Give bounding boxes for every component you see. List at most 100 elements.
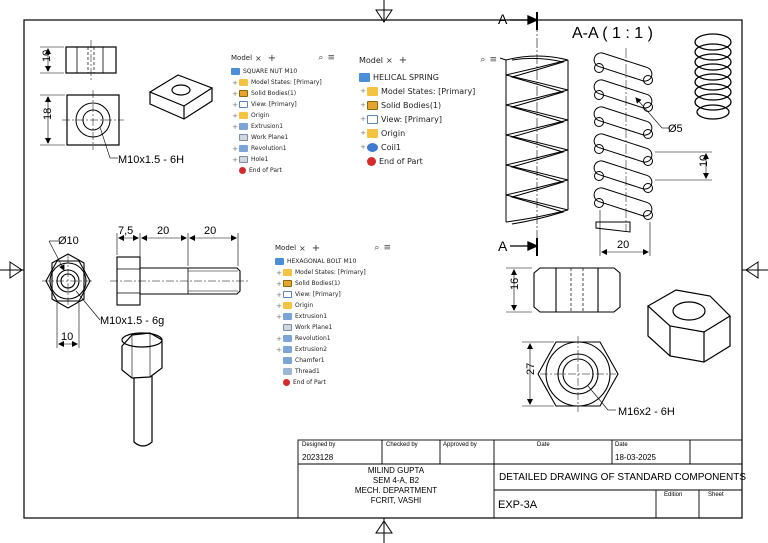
- close-icon[interactable]: ×: [299, 243, 306, 253]
- expand-icon[interactable]: +: [232, 155, 238, 164]
- tree-node-origin[interactable]: +Origin: [356, 126, 500, 140]
- tree-node-work-plane1[interactable]: Work Plane1: [228, 132, 338, 143]
- dim-label: 18: [42, 108, 54, 120]
- dim-label: 20: [204, 225, 216, 237]
- view-icon: [239, 101, 248, 108]
- approved-by-label: Approved by: [443, 442, 477, 448]
- expand-icon[interactable]: +: [360, 87, 366, 95]
- menu-icon[interactable]: ≡: [489, 55, 497, 65]
- square-nut-isometric: [148, 74, 214, 120]
- tree-node-chamfer1[interactable]: Chamfer1: [272, 355, 394, 366]
- expand-icon[interactable]: +: [360, 129, 366, 137]
- dim-bolt-lengths: [116, 233, 239, 266]
- section-label-top: A: [498, 11, 508, 27]
- model-tab[interactable]: Model: [275, 244, 297, 252]
- expand-icon[interactable]: +: [276, 312, 282, 321]
- tree-node-view[interactable]: + View: [Primary]: [356, 112, 500, 126]
- expand-icon[interactable]: +: [276, 345, 282, 354]
- dim-label: 27: [525, 363, 537, 375]
- tree-node-model-states[interactable]: + Model States: [Primary]: [356, 84, 500, 98]
- tree-root-label: HEXAGONAL BOLT M10: [287, 258, 357, 265]
- designed-by-label: Designed by: [302, 442, 336, 448]
- dim-spring-dia: [599, 210, 651, 256]
- expand-icon[interactable]: +: [232, 122, 238, 131]
- tree-node-view[interactable]: +View: [Primary]: [228, 99, 338, 110]
- expand-icon[interactable]: +: [232, 144, 238, 153]
- tree-node-solid-bodies[interactable]: + Solid Bodies(1): [228, 88, 338, 99]
- expand-icon[interactable]: +: [232, 111, 238, 120]
- expand-icon[interactable]: +: [276, 279, 282, 288]
- tree-node-end-of-part[interactable]: End of Part: [272, 377, 394, 388]
- expand-icon[interactable]: +: [276, 268, 282, 277]
- dim-label: 20: [157, 225, 169, 237]
- expand-icon[interactable]: +: [360, 143, 366, 151]
- model-tab[interactable]: Model: [231, 54, 253, 62]
- tree-node-label: Chamfer1: [295, 357, 325, 364]
- expand-icon[interactable]: +: [232, 100, 238, 109]
- author-department: MECH. DEPARTMENT: [354, 486, 438, 495]
- spring-side-view: [499, 22, 569, 256]
- tree-node-work-plane1[interactable]: Work Plane1: [272, 322, 394, 333]
- tree-node-origin[interactable]: +Origin: [272, 300, 394, 311]
- expand-icon[interactable]: +: [276, 334, 282, 343]
- tree-node-revolution1[interactable]: +Revolution1: [272, 333, 394, 344]
- author-semester: SEM 4-A, B2: [372, 476, 420, 485]
- tree-node-end-of-part[interactable]: End of Part: [228, 165, 338, 176]
- add-tab-icon[interactable]: +: [311, 242, 321, 254]
- add-tab-icon[interactable]: +: [267, 52, 277, 64]
- tree-node-label: End of Part: [379, 156, 423, 166]
- tree-node-end-of-part[interactable]: End of Part: [356, 154, 500, 168]
- tree-node-extrusion2[interactable]: +Extrusion2: [272, 344, 394, 355]
- checked-by-label: Checked by: [386, 442, 418, 448]
- tree-node-hole1[interactable]: +Hole1: [228, 154, 338, 165]
- tree-root-label: HELICAL SPRING: [373, 72, 439, 82]
- thread-callout: M16x2 - 6H: [618, 406, 675, 418]
- dim-bolt-dia: [48, 240, 65, 271]
- dim-spring-pitch: [655, 151, 712, 181]
- tree-root[interactable]: SQUARE NUT M10: [228, 66, 338, 77]
- tree-node-label: Model States: [Primary]: [381, 86, 476, 96]
- tree-node-revolution1[interactable]: +Revolution1: [228, 143, 338, 154]
- add-tab-icon[interactable]: +: [398, 54, 408, 66]
- folder-icon: [367, 86, 378, 96]
- expand-icon[interactable]: +: [232, 78, 238, 87]
- tree-node-origin[interactable]: +Origin: [228, 110, 338, 121]
- tree-node-solid-bodies[interactable]: +Solid Bodies(1): [272, 278, 394, 289]
- tree-node-extrusion1[interactable]: +Extrusion1: [228, 121, 338, 132]
- extrusion-icon: [283, 313, 292, 320]
- tree-node-view[interactable]: +View: [Primary]: [272, 289, 394, 300]
- tree-root[interactable]: HEXAGONAL BOLT M10: [272, 256, 394, 267]
- menu-icon[interactable]: ≡: [327, 53, 335, 63]
- tree-node-model-states[interactable]: +Model States: [Primary]: [228, 77, 338, 88]
- tree-node-model-states[interactable]: +Model States: [Primary]: [272, 267, 394, 278]
- expand-icon[interactable]: +: [360, 115, 366, 123]
- author-institute: FCRIT, VASHI: [370, 496, 422, 505]
- title-block: [297, 439, 743, 519]
- tree-node-extrusion1[interactable]: + Extrusion1: [272, 311, 394, 322]
- tree-node-coil1[interactable]: + Coil1: [356, 140, 500, 154]
- expand-icon[interactable]: +: [360, 101, 366, 109]
- tree-node-label: Extrusion1: [295, 313, 328, 320]
- expand-icon[interactable]: +: [276, 301, 282, 310]
- tree-node-thread1[interactable]: Thread1: [272, 366, 394, 377]
- tree-root[interactable]: HELICAL SPRING: [356, 70, 500, 84]
- search-icon[interactable]: ⌕: [318, 53, 324, 63]
- menu-icon[interactable]: ≡: [383, 243, 391, 253]
- folder-icon: [367, 128, 378, 138]
- close-icon[interactable]: ×: [386, 55, 393, 65]
- solid-bodies-icon: [239, 90, 248, 97]
- part-icon: [275, 258, 284, 265]
- tree-node-label: Solid Bodies(1): [251, 90, 297, 97]
- expand-icon[interactable]: +: [232, 89, 238, 98]
- close-icon[interactable]: ×: [255, 53, 262, 63]
- tree-node-solid-bodies[interactable]: +Solid Bodies(1): [356, 98, 500, 112]
- search-icon[interactable]: ⌕: [374, 243, 380, 253]
- search-icon[interactable]: ⌕: [480, 55, 486, 65]
- model-tab[interactable]: Model: [359, 55, 384, 65]
- expand-icon[interactable]: +: [276, 290, 282, 299]
- model-browser-hex-bolt: Model × + ⌕ ≡ HEXAGONAL BOLT M10 +Model …: [272, 240, 394, 422]
- tree-node-label: Coil1: [381, 142, 402, 152]
- tree-node-label: View: [Primary]: [381, 114, 442, 124]
- solid-bodies-icon: [367, 100, 378, 110]
